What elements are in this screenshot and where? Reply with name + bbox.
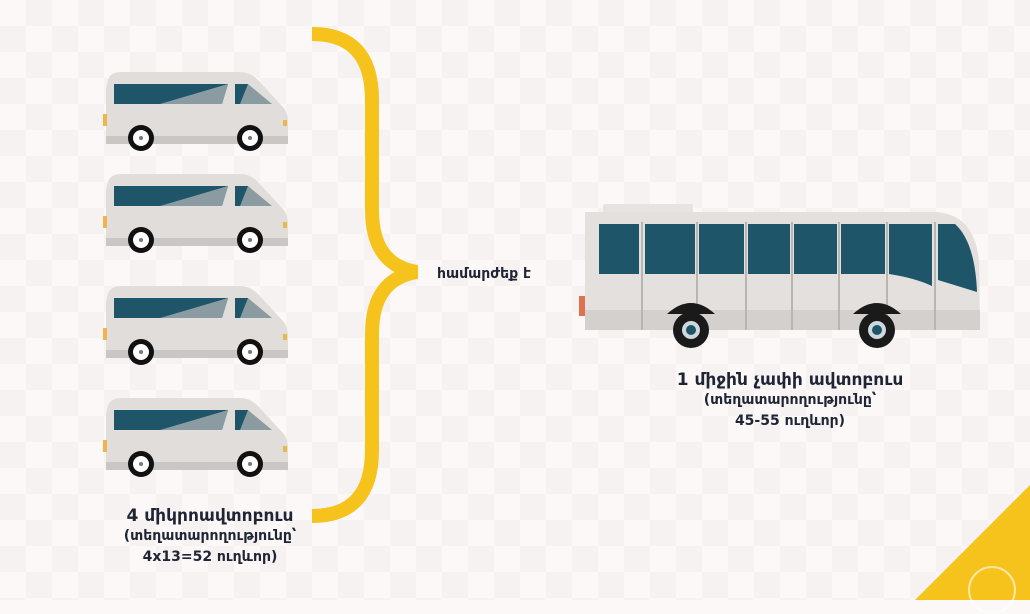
minibus-icon — [103, 286, 288, 365]
bus-title: 1 միջին չափի ավտոբուս — [676, 370, 904, 390]
minibus-icon — [103, 174, 288, 253]
minibus-icon — [103, 72, 288, 151]
minibus-icon — [103, 398, 288, 477]
bus-logo-icon — [968, 566, 1016, 614]
minibus-caption: 4 միկրոավտոբուս (տեղատարողությունը՝ 4x13… — [80, 506, 340, 568]
equivalence-label: համարժեք է — [437, 266, 531, 282]
minibus-capacity-line2: 4x13=52 ուղևոր) — [142, 549, 278, 565]
bus-capacity-line1: (տեղատարողությունը՝ — [703, 392, 877, 408]
minibus-capacity-line1: (տեղատարողությունը՝ — [123, 528, 297, 544]
minibus-title: 4 միկրոավտոբուս — [126, 506, 294, 526]
curly-brace-icon — [311, 27, 419, 523]
bus-icon — [579, 204, 980, 348]
bus-capacity-line2: 45-55 ուղևոր) — [734, 413, 846, 429]
bus-caption: 1 միջին չափի ավտոբուս (տեղատարողությունը… — [620, 370, 960, 432]
